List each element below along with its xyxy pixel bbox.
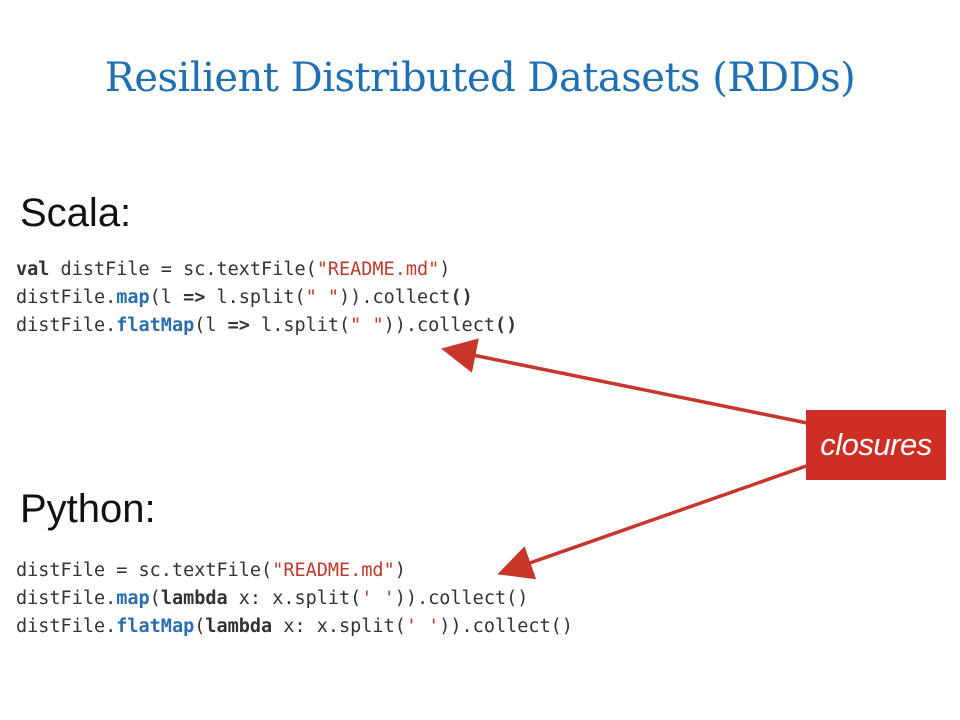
code-token: " " [305,287,340,308]
scala-code-block: val distFile = sc.textFile("README.md")d… [16,256,517,340]
arrow-to-python-closure [497,462,813,580]
code-token: map [116,287,150,308]
python-code-block: distFile = sc.textFile("README.md")distF… [16,557,573,641]
closures-callout: closures [806,410,946,480]
code-token: "README.md" [316,259,440,280]
code-token: (l [149,287,184,308]
code-token: ) [394,560,406,581]
closures-callout-label: closures [820,427,932,462]
code-token: ( [149,588,161,609]
code-token: distFile. [16,616,117,637]
scala-label: Scala: [20,191,132,235]
code-token: lambda [205,616,273,637]
code-token: " " [350,315,384,336]
code-token: lambda [160,588,228,609]
code-token: ' ' [405,616,440,637]
code-token: => [183,287,206,308]
code-line: distFile.flatMap(lambda x: x.split(' '))… [16,613,573,641]
code-token: )).collect [339,287,451,308]
code-token: flatMap [116,315,195,336]
arrow-to-scala-closure [441,338,813,426]
code-token: distFile. [16,588,117,609]
code-line: distFile.flatMap(l => l.split(" ")).coll… [16,312,517,340]
code-token: "README.md" [272,560,395,581]
code-token: l.split( [205,287,306,308]
code-token: distFile. [16,287,117,308]
code-token: distFile = sc.textFile( [16,560,273,581]
code-token: val [16,259,50,280]
code-token: l.split( [249,315,351,336]
code-token: () [450,287,473,308]
python-label: Python: [20,487,156,531]
code-token: )).collect() [439,616,573,637]
code-token: )).collect() [394,588,529,609]
code-token: ' ' [361,588,395,609]
code-token: => [227,315,250,336]
code-token: (l [194,315,228,336]
code-token: () [494,315,518,336]
code-token: distFile. [16,315,117,336]
code-token: ) [439,259,451,280]
code-token: )).collect [383,315,495,336]
code-token: map [116,588,150,609]
code-line: distFile.map(l => l.split(" ")).collect(… [16,284,517,312]
code-line: distFile = sc.textFile("README.md") [16,557,573,585]
code-token: ( [194,616,206,637]
code-line: distFile.map(lambda x: x.split(' ')).col… [16,585,573,613]
code-token: x: x.split( [272,616,406,637]
code-token: x: x.split( [227,588,362,609]
code-line: val distFile = sc.textFile("README.md") [16,256,517,284]
slide-title: Resilient Distributed Datasets (RDDs) [104,55,856,101]
code-token: flatMap [116,616,195,637]
code-token: distFile = sc.textFile( [49,259,317,280]
